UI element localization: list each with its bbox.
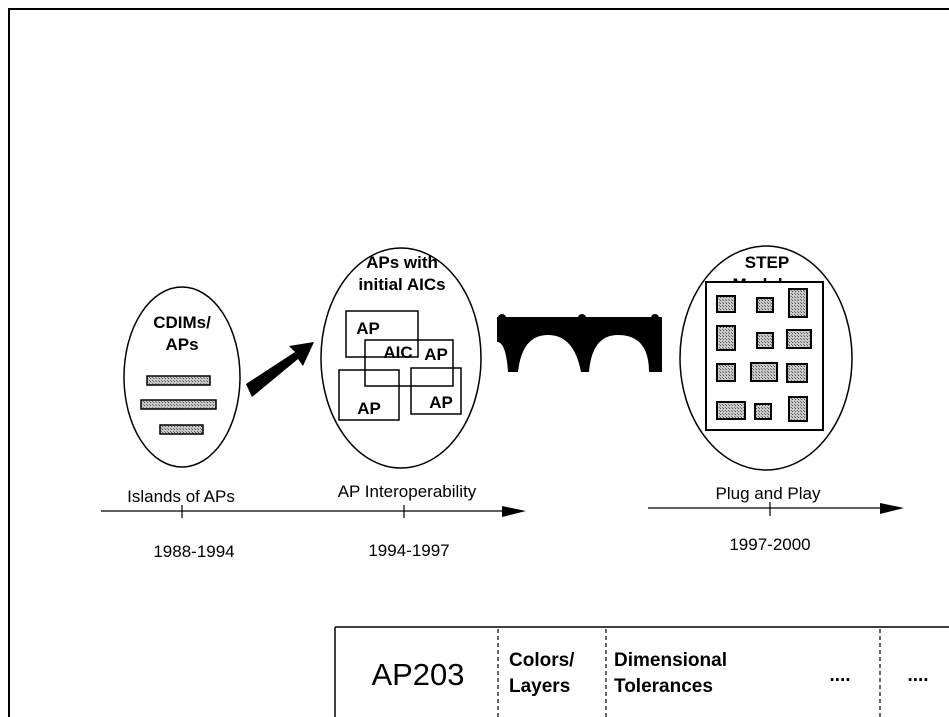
module-square bbox=[716, 325, 736, 351]
timeline-right: Plug and Play 1997-2000 bbox=[648, 484, 904, 554]
stage3-title-line1: STEP bbox=[745, 253, 789, 272]
ap203-table: AP203 Colors/ Layers Dimensional Toleran… bbox=[334, 626, 949, 717]
ap-box-label: AP bbox=[356, 319, 380, 338]
progress-arrow bbox=[246, 342, 314, 397]
module-square bbox=[716, 295, 736, 313]
bridge-post bbox=[578, 314, 586, 322]
module-grid bbox=[716, 288, 812, 422]
stage1-bar bbox=[159, 424, 204, 435]
module-square bbox=[788, 396, 808, 422]
ap-box bbox=[338, 369, 400, 421]
ap203-label: AP203 bbox=[371, 657, 464, 692]
module-square bbox=[786, 363, 808, 383]
table-cell-ellipsis: .... bbox=[907, 665, 928, 686]
timeline-arrowhead bbox=[880, 503, 904, 514]
module-square bbox=[756, 332, 774, 349]
module-square bbox=[716, 401, 746, 420]
bridge-post bbox=[498, 314, 506, 322]
bridge-icon bbox=[497, 317, 662, 372]
stage3-label: Plug and Play bbox=[716, 484, 821, 503]
timeline-arrowhead bbox=[502, 506, 526, 517]
stage-islands-of-aps: CDIMs/ APs bbox=[123, 286, 241, 468]
timeline-left: Islands of APs 1988-1994 AP Interoperabi… bbox=[101, 482, 526, 561]
stage1-title-line1: CDIMs/ bbox=[153, 313, 211, 332]
stage1-bar bbox=[140, 399, 217, 410]
bridge-post bbox=[651, 314, 659, 322]
stage-ap-interoperability: APs with initial AICs AP AIC AP AP AP bbox=[320, 247, 482, 469]
ap-box-label: AP bbox=[424, 345, 448, 364]
ap-box-label: AP bbox=[357, 399, 381, 418]
module-square bbox=[756, 297, 774, 313]
aic-box bbox=[364, 339, 454, 387]
stage-plug-and-play: STEP Modules bbox=[679, 245, 853, 471]
aic-box-label: AIC bbox=[383, 343, 412, 362]
stage2-title-line2: initial AICs bbox=[358, 275, 445, 294]
stage1-bar bbox=[146, 375, 211, 386]
stage2-years: 1994-1997 bbox=[368, 541, 449, 560]
ap-box bbox=[345, 310, 419, 358]
stage2-label: AP Interoperability bbox=[338, 482, 477, 501]
stage1-label: Islands of APs bbox=[127, 487, 235, 506]
stage1-years: 1988-1994 bbox=[153, 542, 234, 561]
stage2-title-line1: APs with bbox=[366, 253, 438, 272]
module-square bbox=[786, 329, 812, 349]
table-cell-colors-line1: Colors/ bbox=[509, 650, 575, 671]
module-square bbox=[788, 288, 808, 318]
stage3-years: 1997-2000 bbox=[729, 535, 810, 554]
table-cell-dimensional-line2: Tolerances bbox=[614, 676, 713, 697]
stage1-title-line2: APs bbox=[165, 335, 198, 354]
ap-box bbox=[410, 367, 462, 415]
module-square bbox=[754, 403, 772, 420]
table-cell-colors-line2: Layers bbox=[509, 676, 570, 697]
ap-box-label: AP bbox=[429, 393, 453, 412]
outer-frame bbox=[8, 8, 949, 717]
module-square bbox=[716, 363, 736, 382]
table-cell-dimensional-line1: Dimensional bbox=[614, 650, 727, 671]
stage2-ellipse bbox=[320, 247, 482, 469]
table-cell-ellipsis: .... bbox=[829, 665, 850, 686]
module-square bbox=[750, 362, 778, 382]
